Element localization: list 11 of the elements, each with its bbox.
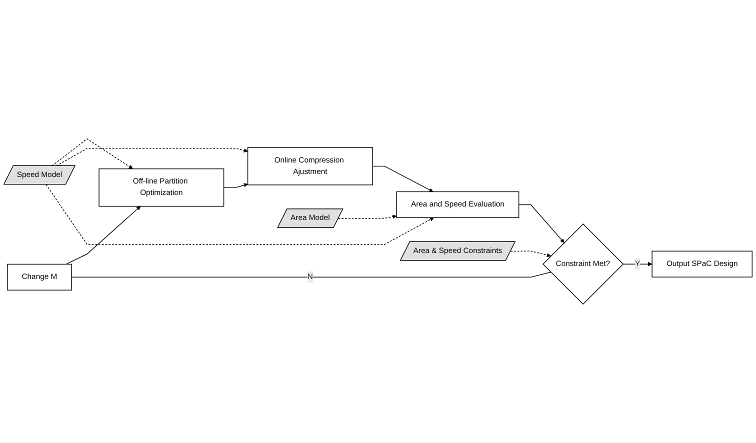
arrow <box>52 138 134 170</box>
arrow <box>66 206 141 265</box>
arrow <box>622 262 652 266</box>
connector <box>71 272 552 278</box>
arrow <box>372 166 434 192</box>
arrow <box>56 148 248 166</box>
arrow <box>46 184 434 245</box>
arrow <box>223 183 248 188</box>
arrow <box>338 214 397 219</box>
arrow <box>518 204 564 243</box>
arrow <box>510 250 552 258</box>
